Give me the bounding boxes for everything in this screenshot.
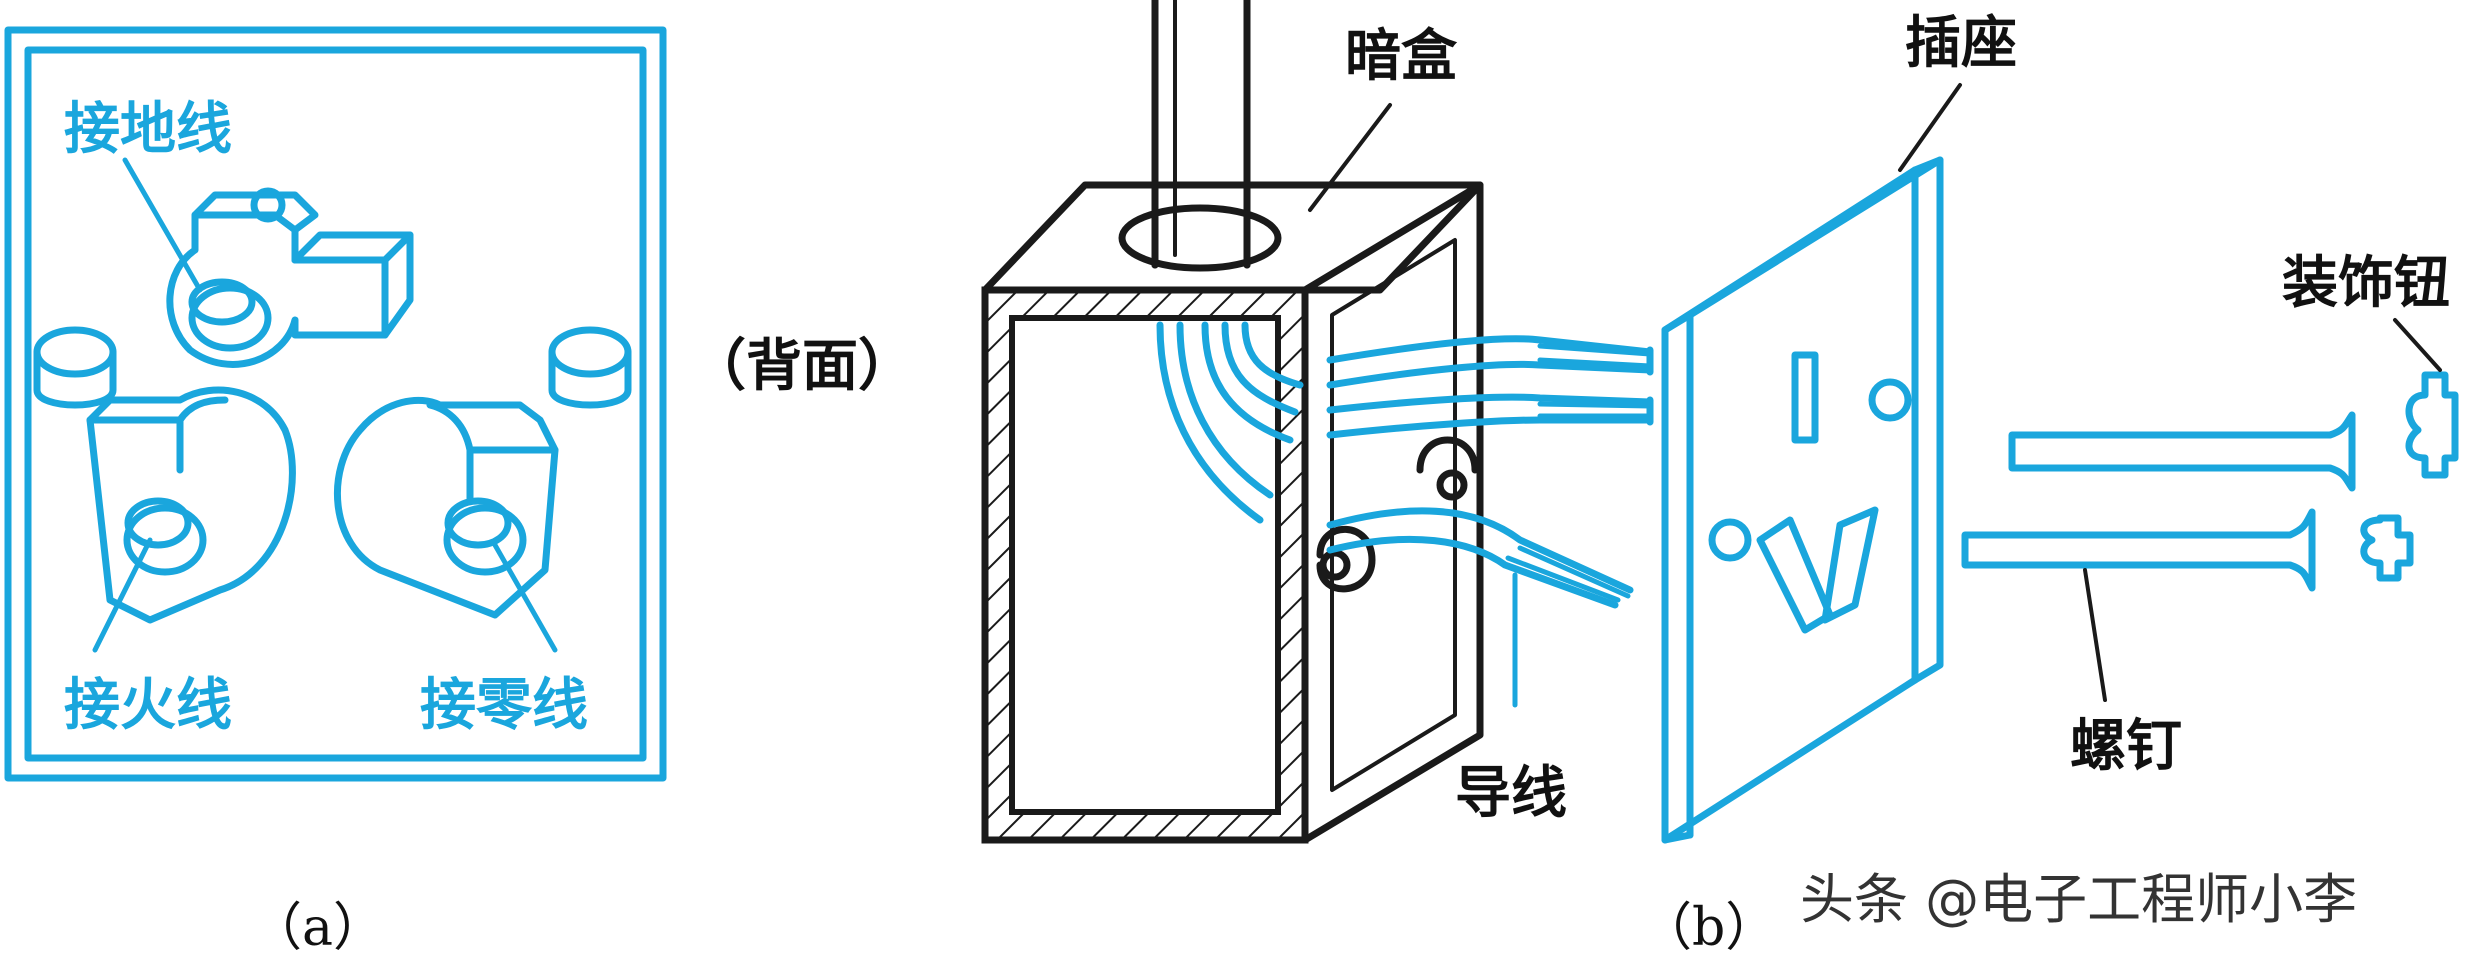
wire-bundle: [1156, 321, 1654, 609]
socket-leader-line: [1898, 83, 1962, 172]
live-leader-line: [92, 537, 153, 653]
live-label: 接火线: [64, 673, 232, 738]
ground-leader-line: [122, 157, 203, 293]
ground-label: 接地线: [64, 97, 232, 162]
decorative-button-lower: [2360, 514, 2414, 582]
neutral-leader-line: [492, 542, 558, 653]
screw-hole-lower: [1708, 518, 1752, 562]
button-label: 装饰钮: [2282, 251, 2450, 316]
socket-label: 插座: [1905, 11, 2017, 76]
live-terminal: [86, 386, 296, 624]
watermark: 头条 @电子工程师小李: [1800, 868, 2357, 931]
screw-leader-line: [2083, 568, 2107, 702]
box-leader-line: [1308, 103, 1392, 212]
screw-upper: [2008, 411, 2356, 492]
caption-b: （b）: [1640, 898, 1777, 958]
ground-slot: [1791, 351, 1819, 444]
neutral-terminal: [333, 396, 559, 619]
screw-hole-upper: [1868, 378, 1912, 422]
right-peg: [548, 326, 632, 409]
junction-box: [981, 0, 1484, 844]
socket-back-panel: [4, 26, 667, 782]
caption-a: （a）: [250, 898, 385, 958]
neutral-slot: [1821, 506, 1879, 624]
socket-plate: [1661, 156, 1944, 844]
ground-terminal: [166, 187, 414, 368]
button-leader-line: [2393, 318, 2442, 372]
live-slot: [1756, 516, 1834, 634]
screw-label: 螺钉: [2070, 714, 2182, 779]
back-label: （背面）: [690, 334, 914, 399]
decorative-button-upper: [2405, 371, 2459, 479]
wire-label: 导线: [1455, 761, 1567, 826]
screw-lower: [1961, 508, 2316, 592]
left-peg: [33, 326, 117, 409]
box-label: 暗盒: [1345, 24, 1458, 89]
neutral-label: 接零线: [420, 673, 588, 738]
